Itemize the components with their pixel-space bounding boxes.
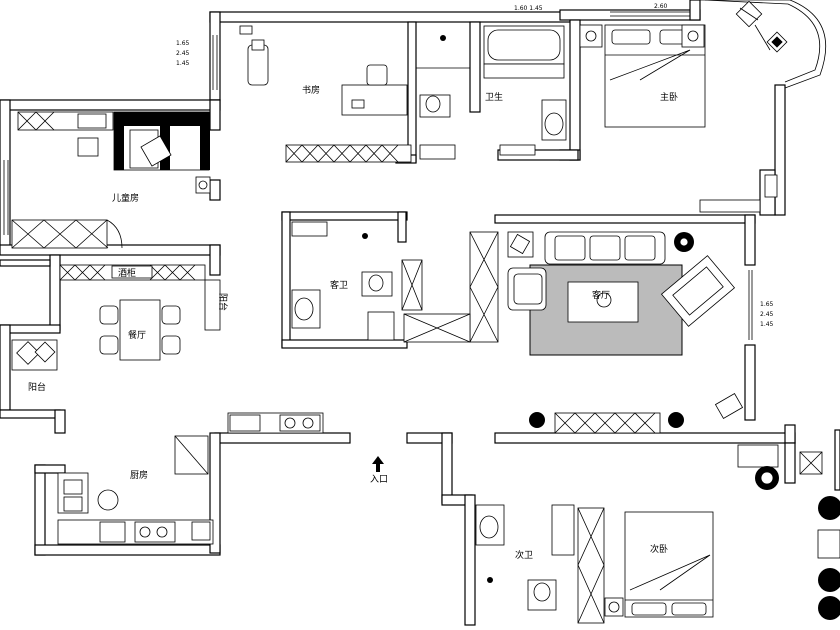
- study-furniture: [239, 25, 412, 163]
- room-label-upper-room: 上空房: [142, 112, 169, 124]
- dim-left-2: 2.45: [176, 50, 190, 57]
- room-label-children-room: 儿童房: [112, 192, 139, 204]
- room-label-bathroom-1: 卫生: [485, 91, 503, 103]
- dim-left-3: 1.45: [176, 60, 190, 67]
- second-bed: [604, 444, 840, 620]
- room-label-guest-bath: 客卫: [330, 279, 348, 291]
- entrance-arrow-icon: [372, 456, 384, 472]
- balcony-arc: [700, 0, 827, 89]
- storage-cabinet: [403, 231, 499, 343]
- master-bed: [579, 24, 706, 128]
- dining-furniture: [11, 264, 221, 371]
- room-label-balcony: 阳台: [217, 293, 229, 311]
- dim-top-right: 2.60: [654, 3, 668, 10]
- label-wine-cabinet: 酒柜: [118, 267, 136, 279]
- dim-right-3: 1.45: [760, 321, 774, 328]
- upper-room-furniture: [11, 111, 211, 249]
- kitchen-furniture: [57, 412, 324, 545]
- bathroom1-fixtures: [416, 25, 567, 160]
- label-entrance: 入口: [370, 474, 388, 485]
- dim-right-2: 2.45: [760, 311, 774, 318]
- room-label-study: 书房: [302, 84, 320, 96]
- room-label-kitchen: 厨房: [130, 469, 148, 481]
- room-label-dining-room: 餐厅: [128, 329, 146, 341]
- windows: [3, 11, 753, 340]
- room-label-second-bedroom: 次卧: [650, 543, 668, 555]
- room-label-master-bedroom: 主卧: [660, 91, 678, 103]
- guest-bath-fixtures: [291, 221, 423, 341]
- room-label-bathroom-2: 次卫: [515, 549, 533, 561]
- room-label-living-room: 客厅: [592, 289, 610, 301]
- dim-right-1: 1.65: [760, 301, 774, 308]
- dim-left-1: 1.65: [176, 40, 190, 47]
- room-label-kitchen-balcony: 阳台: [28, 381, 46, 393]
- bathroom2-fixtures: [475, 504, 605, 624]
- living-room-furniture: [507, 174, 778, 434]
- balcony-furniture: [735, 0, 788, 53]
- dim-top: 1.60 1.45: [514, 5, 543, 12]
